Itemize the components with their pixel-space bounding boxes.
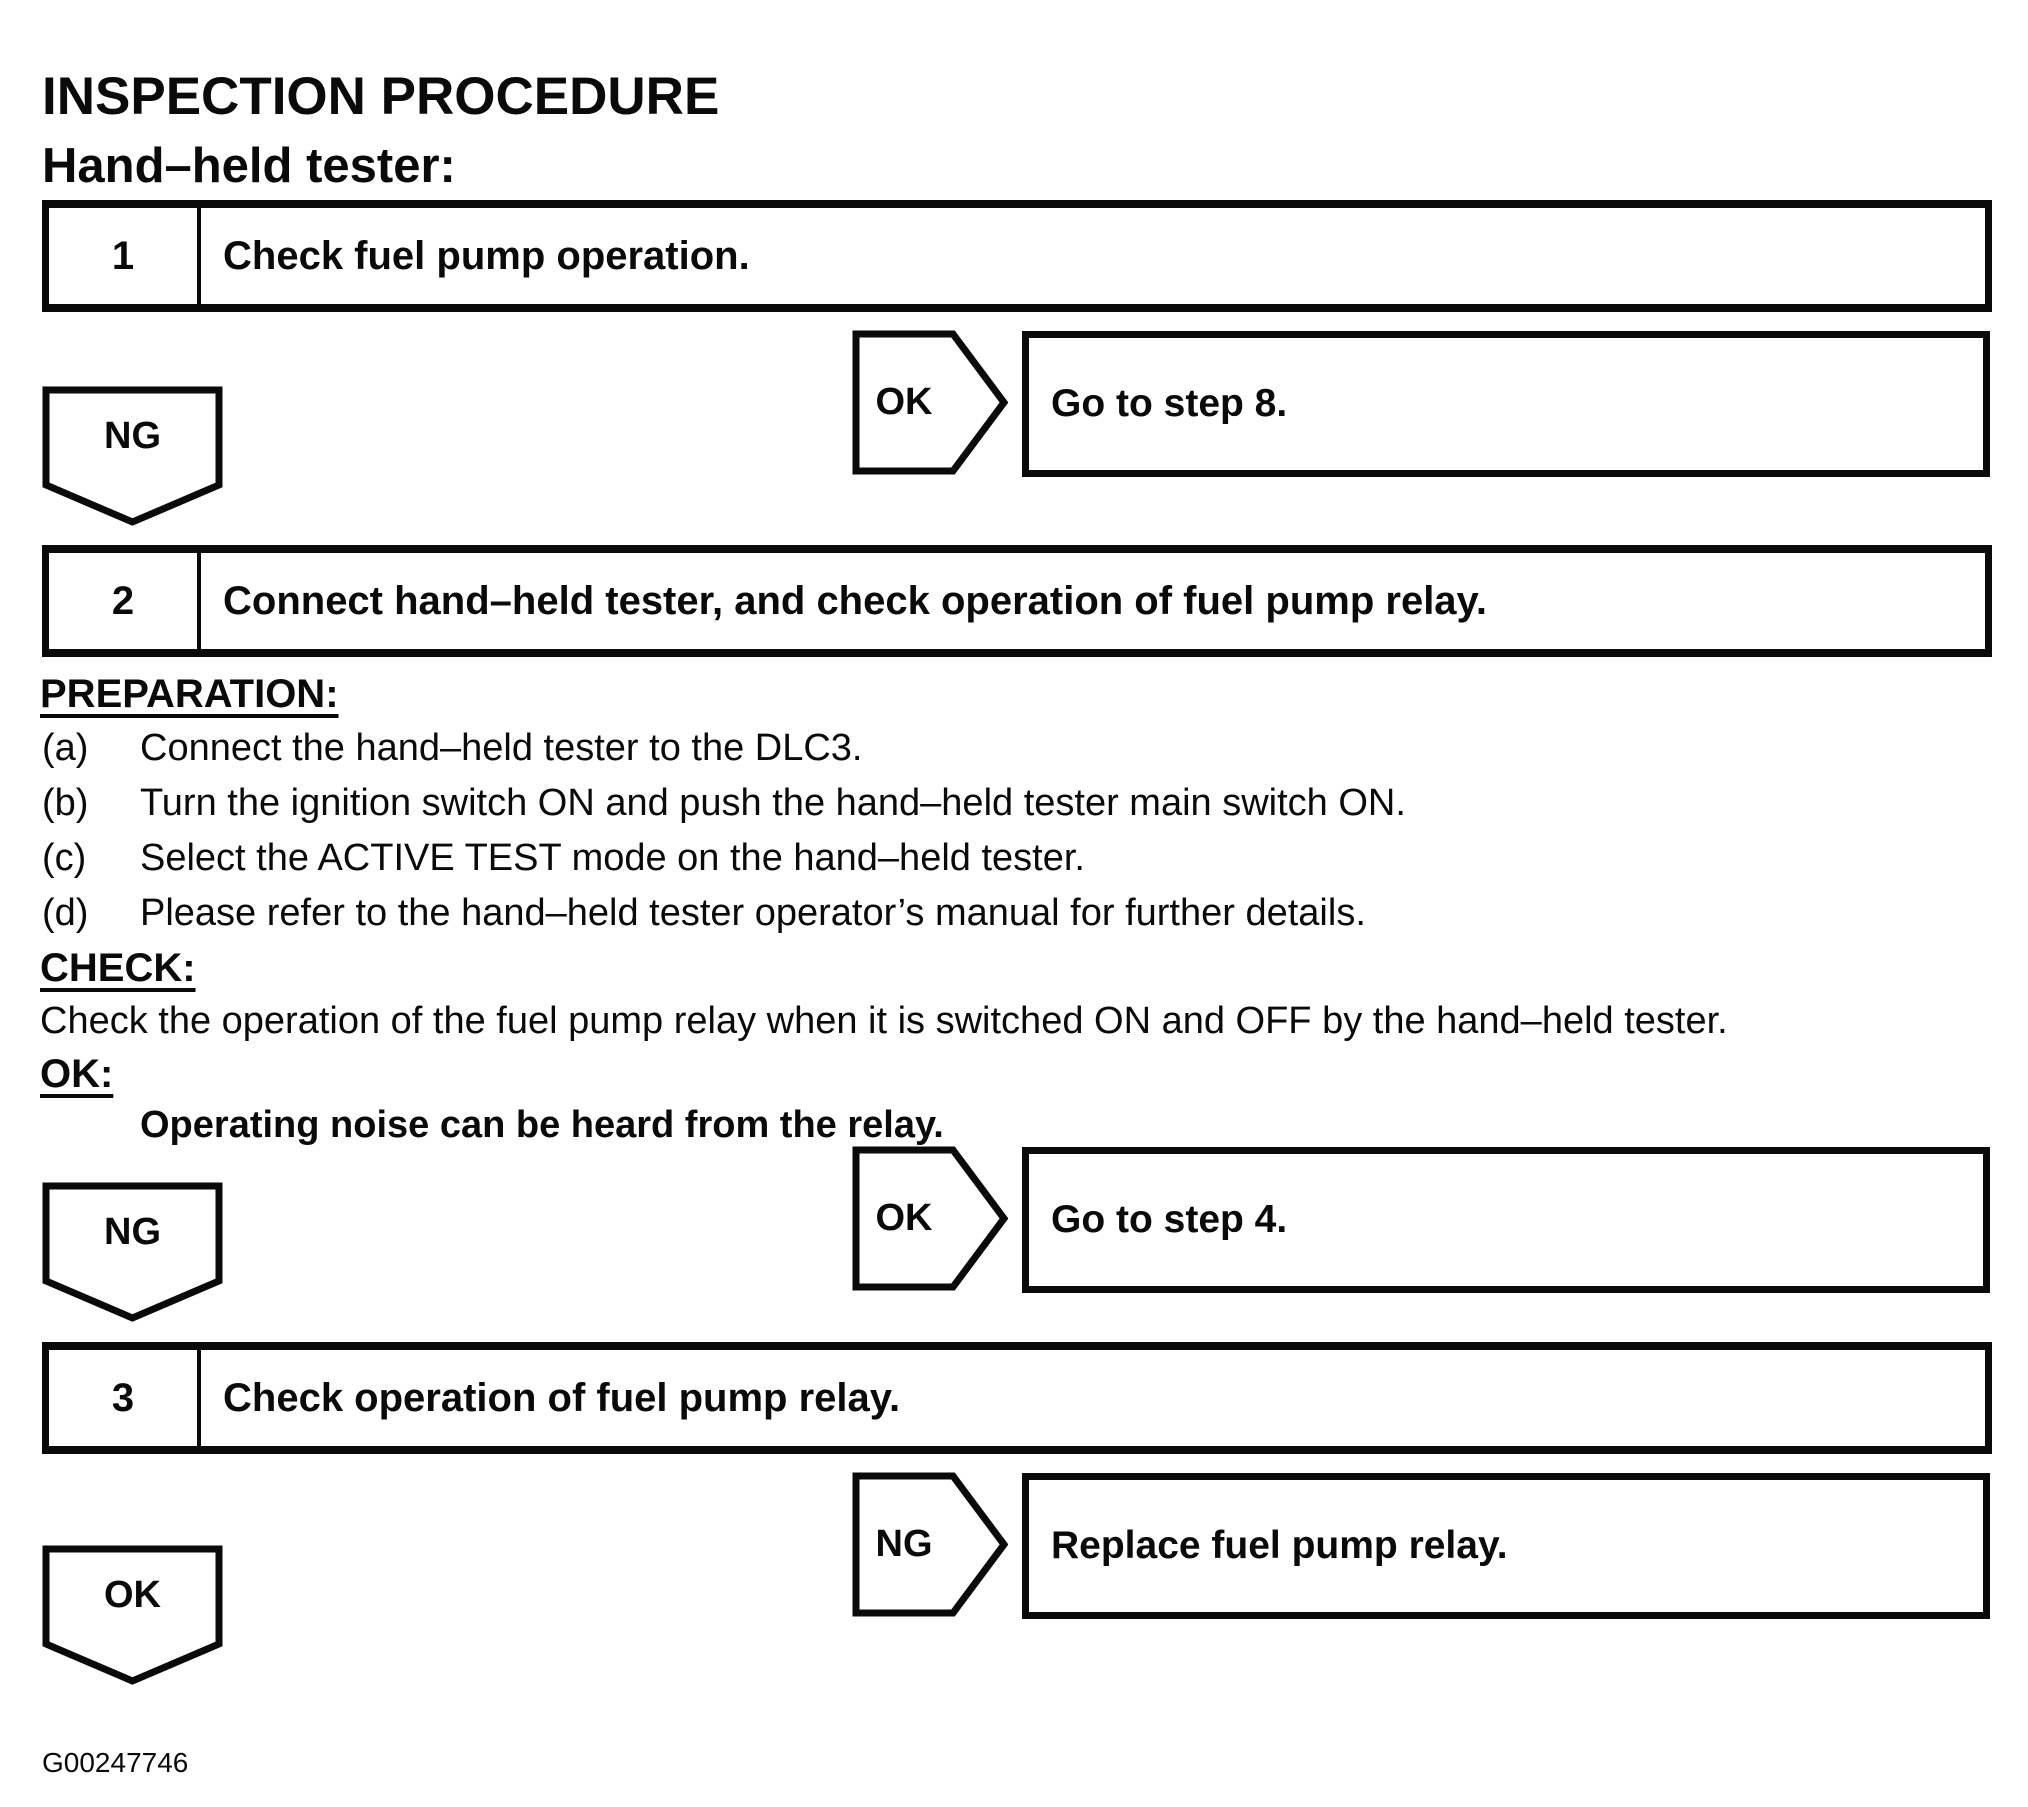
result-box-3: Replace fuel pump relay. <box>1022 1473 1990 1619</box>
preparation-heading: PREPARATION: <box>40 672 339 716</box>
branch-pointer-label: OK <box>875 381 933 423</box>
step-box-2: 2 Connect hand–held tester, and check op… <box>42 545 1992 657</box>
step-number: 1 <box>49 208 201 304</box>
ng-arrow-down-1: NG <box>42 386 223 526</box>
list-item-label: (c) <box>42 837 87 879</box>
step-title: Check operation of fuel pump relay. <box>223 1375 901 1420</box>
list-item-text: Connect the hand–held tester to the DLC3… <box>140 727 863 769</box>
pentagon-right-icon <box>852 1472 1008 1617</box>
ok-arrow-right-2: OK <box>852 1146 1008 1291</box>
page-subtitle: Hand–held tester: <box>42 139 456 193</box>
list-item-label: (b) <box>42 782 89 824</box>
pentagon-right-icon <box>852 330 1008 475</box>
branch-fallthrough-label: OK <box>104 1573 161 1616</box>
result-box-2: Go to step 4. <box>1022 1147 1990 1293</box>
list-item-text: Turn the ignition switch ON and push the… <box>140 782 1406 824</box>
pentagon-down-icon <box>42 1545 223 1685</box>
figure-code: G00247746 <box>42 1747 189 1778</box>
branch-fallthrough-label: NG <box>104 1210 161 1253</box>
pentagon-down-icon <box>42 386 223 526</box>
branch-pointer-label: NG <box>875 1523 933 1565</box>
ok-arrow-down-3: OK <box>42 1545 223 1685</box>
list-item-text: Please refer to the hand–held tester ope… <box>140 892 1366 934</box>
ok-arrow-right-1: OK <box>852 330 1008 475</box>
list-item-label: (d) <box>42 892 89 934</box>
list-item-text: Select the ACTIVE TEST mode on the hand–… <box>140 837 1085 879</box>
branch-fallthrough-label: NG <box>104 414 161 457</box>
result-box-1: Go to step 8. <box>1022 331 1990 477</box>
check-heading: CHECK: <box>40 946 196 990</box>
ok-result-text: Operating noise can be heard from the re… <box>140 1104 944 1146</box>
branch-pointer-label: OK <box>875 1197 933 1239</box>
step-number: 3 <box>49 1350 201 1446</box>
step-box-3: 3 Check operation of fuel pump relay. <box>42 1342 1992 1454</box>
step-number: 2 <box>49 553 201 649</box>
pentagon-down-icon <box>42 1182 223 1322</box>
list-item-label: (a) <box>42 727 89 769</box>
ng-arrow-down-2: NG <box>42 1182 223 1322</box>
check-text: Check the operation of the fuel pump rel… <box>40 1000 1728 1042</box>
ng-arrow-right-3: NG <box>852 1472 1008 1617</box>
step-title: Check fuel pump operation. <box>223 233 750 278</box>
ok-heading: OK: <box>40 1052 114 1096</box>
page-title: INSPECTION PROCEDURE <box>42 67 720 126</box>
step-box-1: 1 Check fuel pump operation. <box>42 200 1992 312</box>
step-title: Connect hand–held tester, and check oper… <box>223 578 1487 623</box>
pentagon-right-icon <box>852 1146 1008 1291</box>
